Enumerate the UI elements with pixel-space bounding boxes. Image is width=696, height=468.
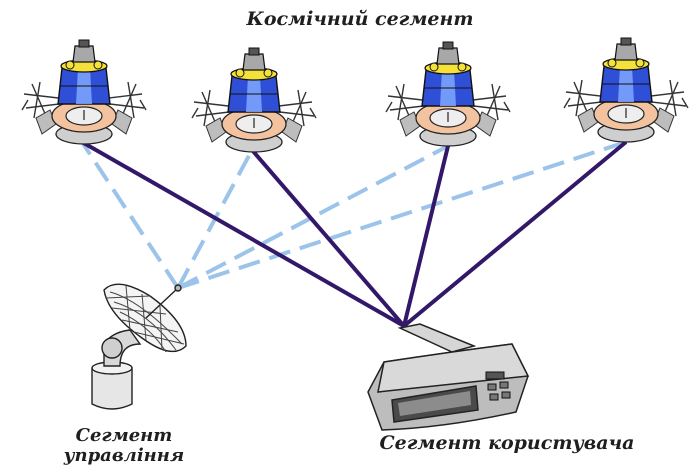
gps-receiver-icon [367,323,530,431]
user-link-2 [250,148,406,328]
satellite-icon [191,47,317,153]
control-segment-label: Сегмент управління [54,426,194,466]
user-link-3 [402,145,450,327]
control-link-3 [177,144,449,290]
user-links [81,140,628,328]
satellite-icon [385,41,511,147]
control-link-4 [177,140,627,290]
satellite-icon [21,39,147,145]
control-segment-label-line2: управління [63,445,185,466]
control-link-1 [80,140,180,290]
space-segment-label: Космічний сегмент [246,8,474,30]
user-link-4 [402,140,628,328]
satellite-icon [563,37,689,143]
user-segment-label: Сегмент користувача [379,432,635,454]
control-segment-label-line1: Сегмент [75,425,173,446]
satellite-dish-icon [91,283,187,410]
user-link-1 [81,140,405,328]
